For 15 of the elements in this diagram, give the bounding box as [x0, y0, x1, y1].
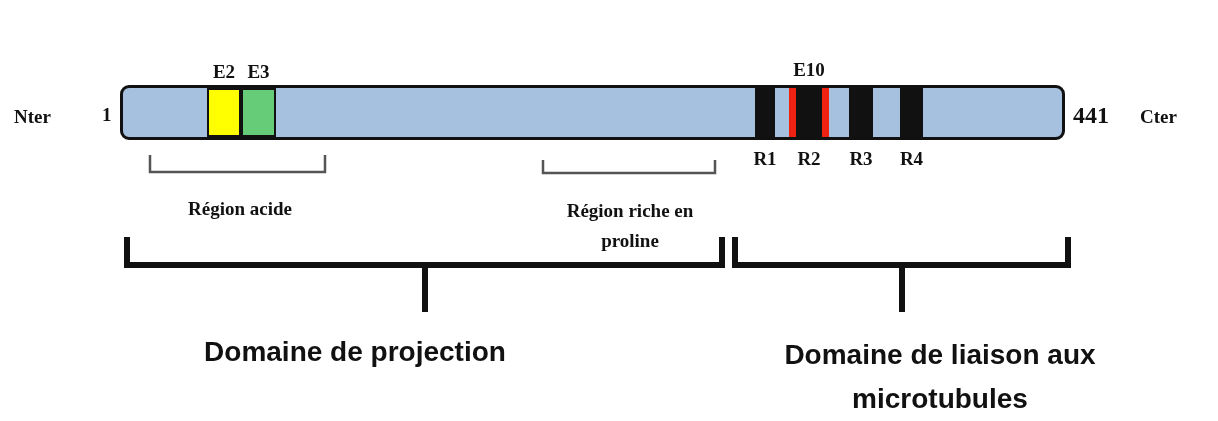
segment-label: R1	[753, 148, 777, 170]
terminus-label: Nter	[14, 106, 51, 128]
region-label: Région acide	[187, 197, 293, 221]
segment-label: R3	[849, 148, 873, 170]
residue-number: 441	[1073, 102, 1109, 129]
segment-label: R4	[899, 148, 924, 170]
segment-label: E2	[212, 61, 236, 83]
segment-label: E3	[247, 61, 270, 83]
segment-label: E10	[793, 59, 825, 81]
domain-label: Domaine de liaison aux microtubules	[783, 338, 1097, 416]
domain-label: Domaine de projection	[203, 335, 507, 369]
segment-label: R2	[797, 148, 821, 170]
residue-number: 1	[102, 104, 112, 126]
terminus-label: Cter	[1140, 106, 1177, 128]
region-label: Région riche en proline	[565, 199, 695, 253]
